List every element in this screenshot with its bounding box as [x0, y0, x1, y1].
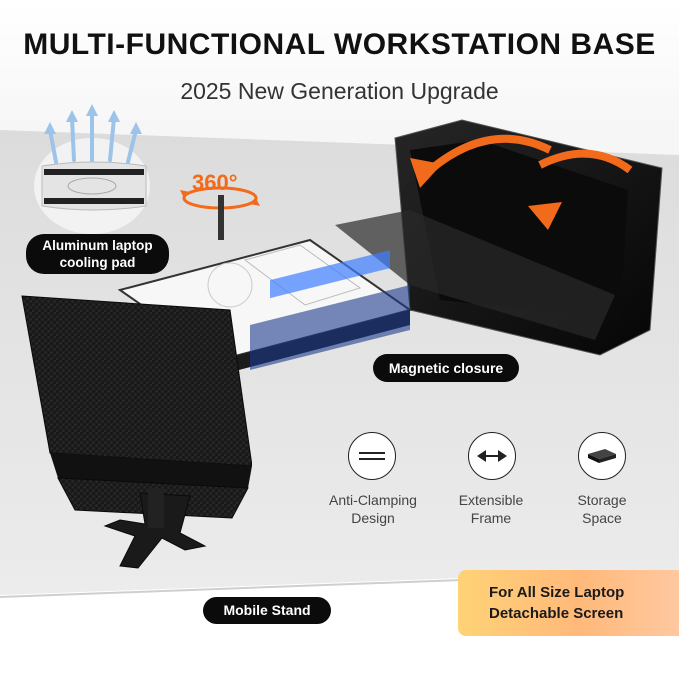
mobile-stand-image: [21, 295, 252, 569]
feature-label-line1: Storage: [577, 492, 627, 508]
cooling-pad-label-line1: Aluminum laptop: [42, 238, 153, 253]
parallel-lines-icon: [348, 432, 396, 480]
rotation-label: 360°: [192, 170, 238, 195]
page-title: MULTI-FUNCTIONAL WORKSTATION BASE: [23, 28, 656, 61]
badge-line1: For All Size Laptop: [489, 584, 625, 601]
feature-storage: Storage Space: [542, 491, 662, 527]
feature-label-line1: Anti-Clamping: [329, 492, 417, 508]
cooling-pad-label: Aluminum laptop cooling pad: [26, 234, 169, 274]
magnetic-closure-label: Magnetic closure: [373, 354, 519, 382]
double-arrow-icon: [468, 432, 516, 480]
feature-label-line2: Space: [582, 510, 622, 526]
feature-label-line2: Design: [351, 510, 395, 526]
storage-box-icon: [578, 432, 626, 480]
feature-label-line2: Frame: [470, 510, 512, 526]
page-subtitle: 2025 New Generation Upgrade: [180, 78, 499, 104]
workstation-base-image: [117, 119, 663, 375]
cooling-pad-inset-image: [34, 104, 150, 234]
cooling-pad-label-line2: cooling pad: [59, 255, 136, 270]
badge-line2: Detachable Screen: [489, 605, 624, 622]
feature-label-line1: Extensible: [458, 492, 524, 508]
mobile-stand-label: Mobile Stand: [203, 597, 331, 624]
feature-extensible: Extensible Frame: [431, 491, 551, 527]
feature-anti-clamping: Anti-Clamping Design: [313, 491, 433, 527]
compatibility-badge: For All Size Laptop Detachable Screen: [458, 570, 679, 636]
